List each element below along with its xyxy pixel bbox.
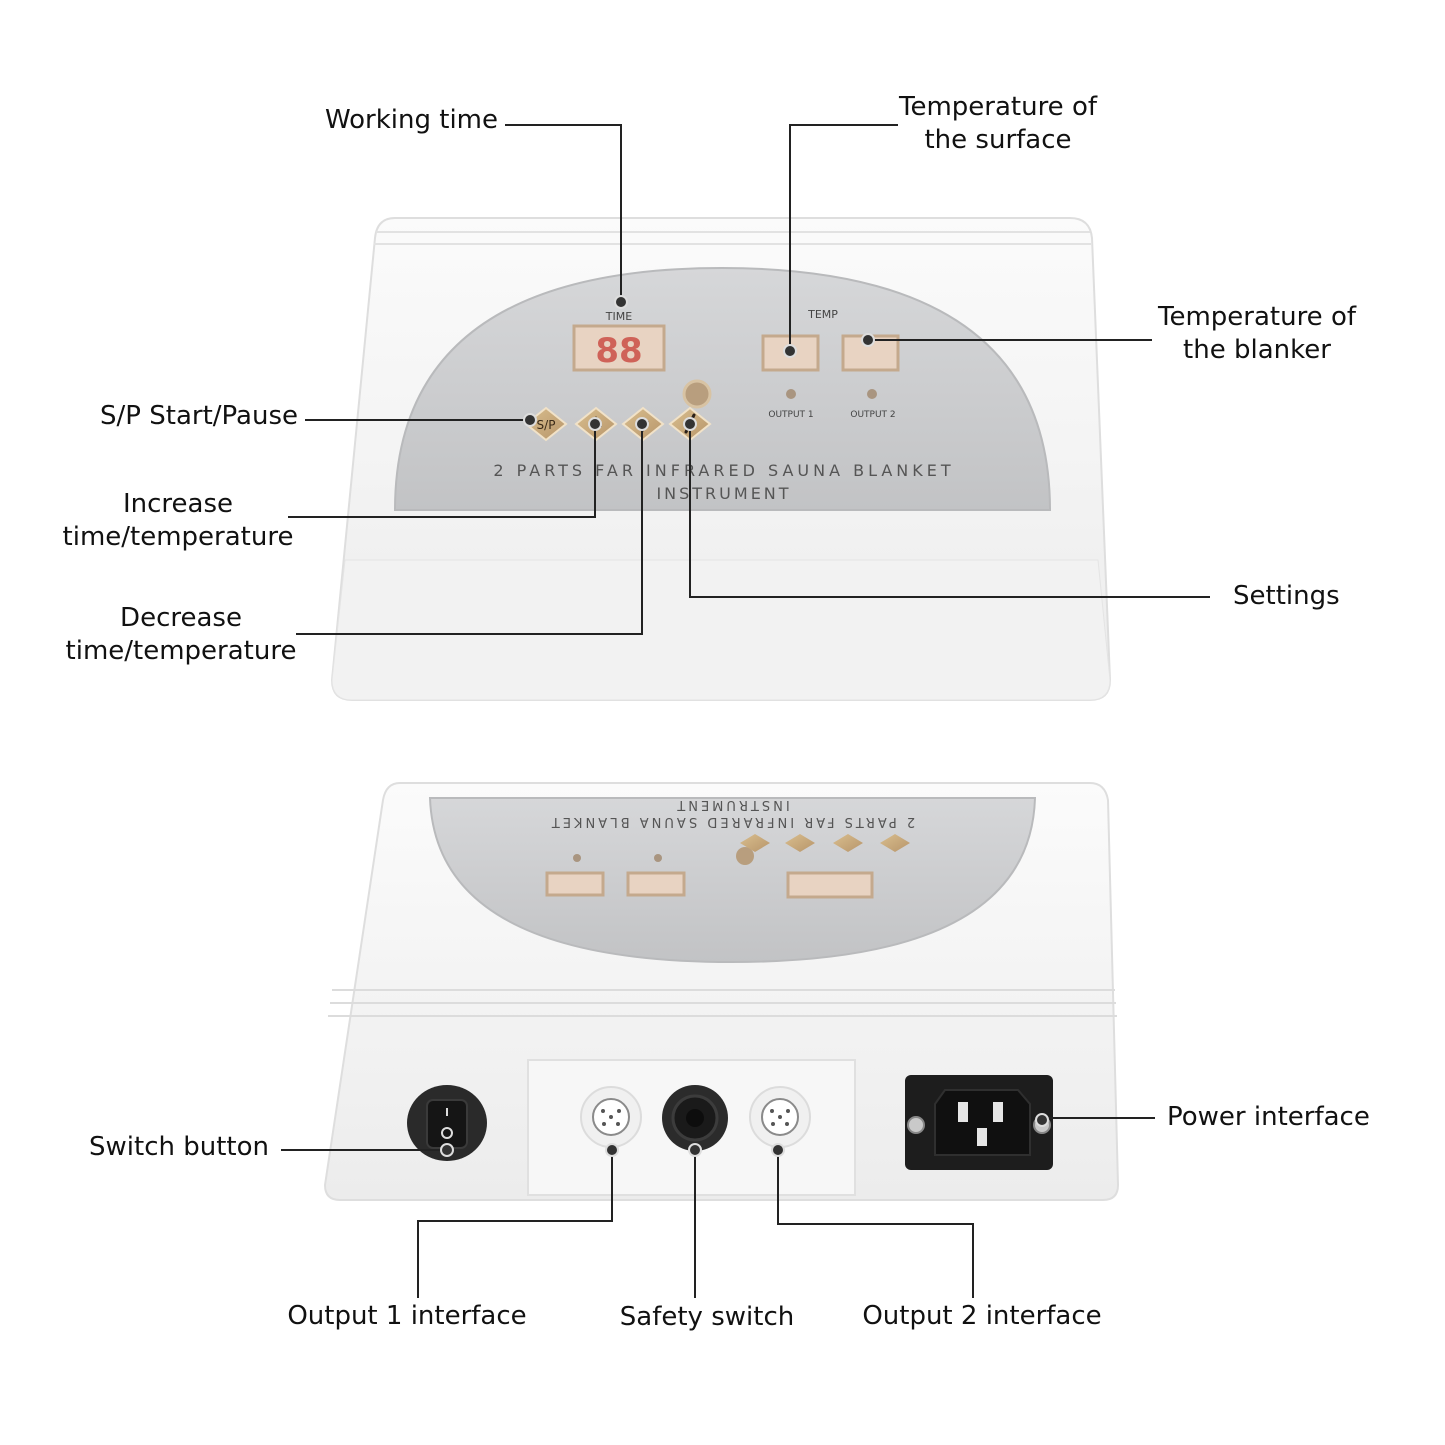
output1-indicator xyxy=(786,389,796,399)
output1-label: OUTPUT 1 xyxy=(768,410,813,420)
label-output1-interface: Output 1 interface xyxy=(287,1301,527,1331)
bottom-temp-display-2 xyxy=(545,871,605,897)
bottom-device: 2 PARTS FAR INFRARED SAUNA BLANKET INSTR… xyxy=(323,782,1120,1201)
output2-label: OUTPUT 2 xyxy=(850,410,895,420)
power-socket[interactable] xyxy=(905,1075,1053,1170)
temp-label: TEMP xyxy=(807,308,838,321)
svg-text:INSTRUMENT: INSTRUMENT xyxy=(674,797,789,812)
settings-line xyxy=(689,424,1210,598)
callout-dots xyxy=(440,295,1049,1157)
output2-indicator xyxy=(867,389,877,399)
label-decrease-line1: Decrease xyxy=(120,603,242,633)
label-switch-button: Switch button xyxy=(89,1132,269,1162)
label-increase-line1: Increase xyxy=(122,489,234,519)
increase-line xyxy=(288,424,596,518)
label-settings: Settings xyxy=(1233,581,1340,611)
label-increase: Increase time/temperature xyxy=(55,488,301,554)
rocker-switch[interactable] xyxy=(407,1085,487,1161)
label-decrease: Decrease time/temperature xyxy=(58,602,304,668)
label-power-interface: Power interface xyxy=(1167,1102,1370,1132)
top-device-base xyxy=(331,559,1111,701)
panel-title-line2: INSTRUMENT xyxy=(656,484,791,503)
output2-socket[interactable] xyxy=(749,1086,811,1148)
label-temp-surface-line1: Temperature of xyxy=(898,92,1098,122)
surface-temp-line xyxy=(789,124,898,351)
label-temp-blanker: Temperature of the blanker xyxy=(1147,301,1367,367)
label-output2-interface: Output 2 interface xyxy=(862,1301,1102,1331)
working-time-line xyxy=(505,124,622,300)
bottom-time-display xyxy=(786,871,874,899)
bottom-temp-display-1 xyxy=(626,871,686,897)
bottom-control-panel xyxy=(428,797,1037,964)
safety-switch[interactable] xyxy=(662,1085,728,1151)
output1-line xyxy=(417,1150,613,1298)
label-temp-surface: Temperature of the surface xyxy=(888,91,1108,157)
label-temp-surface-line2: the surface xyxy=(924,125,1072,155)
label-temp-blanker-line2: the blanker xyxy=(1183,335,1331,365)
power-indicator-light xyxy=(682,379,712,409)
label-working-time: Working time xyxy=(324,105,498,135)
svg-text:2 PARTS FAR INFRARED SAUNA BLA: 2 PARTS FAR INFRARED SAUNA BLANKET xyxy=(549,814,915,829)
label-sp: S/P Start/Pause xyxy=(100,401,298,431)
time-display xyxy=(572,324,666,372)
time-display-digits: 88 xyxy=(595,331,642,371)
label-temp-blanker-line1: Temperature of xyxy=(1157,302,1357,332)
time-label: TIME xyxy=(605,310,632,323)
top-control-panel xyxy=(393,266,1052,511)
output1-socket[interactable] xyxy=(580,1086,642,1148)
label-decrease-line2: time/temperature xyxy=(65,636,297,666)
decrease-line xyxy=(296,424,643,635)
output2-line xyxy=(777,1150,974,1298)
top-device: 88 TIME TEMP OUTPUT 1 OUTPUT 2 S/P 2 PAR… xyxy=(330,217,1112,701)
label-safety-switch: Safety switch xyxy=(619,1302,795,1332)
svg-text:S/P: S/P xyxy=(537,418,556,432)
callout-lines xyxy=(281,124,1210,1298)
blanket-temp-display xyxy=(841,334,900,372)
bottom-panel-mirrored: 2 PARTS FAR INFRARED SAUNA BLANKET INSTR… xyxy=(549,797,915,829)
label-increase-line2: time/temperature xyxy=(62,522,294,552)
panel-title-line1: 2 PARTS FAR INFRARED SAUNA BLANKET xyxy=(493,461,954,480)
